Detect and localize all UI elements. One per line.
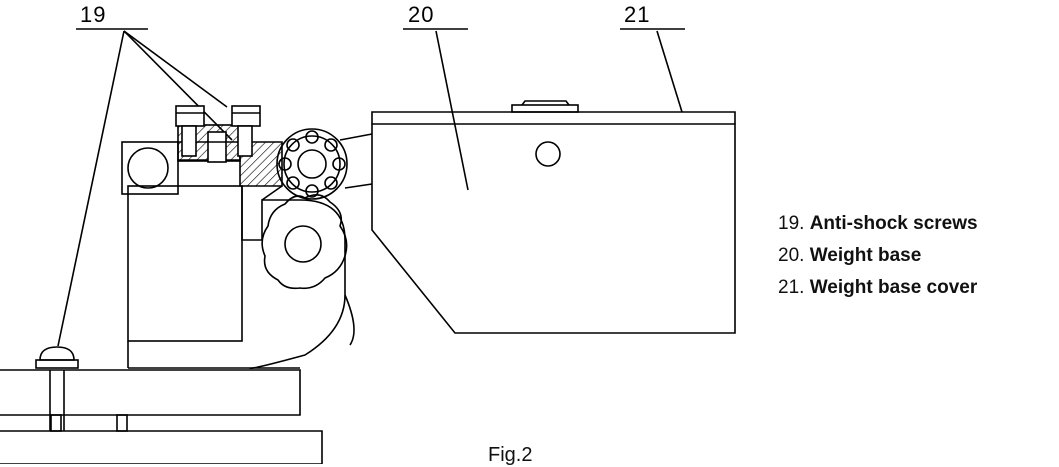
legend-number: 19. <box>778 213 805 234</box>
figure-caption: Fig.2 <box>488 444 533 466</box>
anti-shock-screw-1 <box>175 105 205 157</box>
weight-base <box>371 123 736 334</box>
callout-19: 19 <box>80 2 107 27</box>
legend-label: Weight base cover <box>809 277 978 298</box>
legend-label: Anti-shock screws <box>809 213 978 234</box>
arm <box>339 133 373 189</box>
legend-number: 20. <box>778 245 805 266</box>
callout-21: 21 <box>624 2 651 27</box>
leader-19 <box>57 28 233 347</box>
screw-head-left <box>35 346 79 369</box>
anti-shock-screw-2 <box>231 105 261 157</box>
base-plate <box>0 369 323 464</box>
legend-number: 21. <box>778 277 805 298</box>
bearing <box>276 128 348 200</box>
leader-20 <box>403 28 469 191</box>
parts-legend: 19. Anti-shock screws 20. Weight base 21… <box>778 208 978 304</box>
legend-item-21: 21. Weight base cover <box>778 272 978 304</box>
legend-item-19: 19. Anti-shock screws <box>778 208 978 240</box>
center-pin <box>207 131 227 163</box>
weight-base-cover <box>371 100 736 124</box>
frame-body <box>127 185 355 370</box>
callout-20: 20 <box>408 2 435 27</box>
legend-label: Weight base <box>809 245 922 266</box>
legend-item-20: 20. Weight base <box>778 240 978 272</box>
star-knob <box>261 194 348 290</box>
leader-21 <box>620 28 685 113</box>
